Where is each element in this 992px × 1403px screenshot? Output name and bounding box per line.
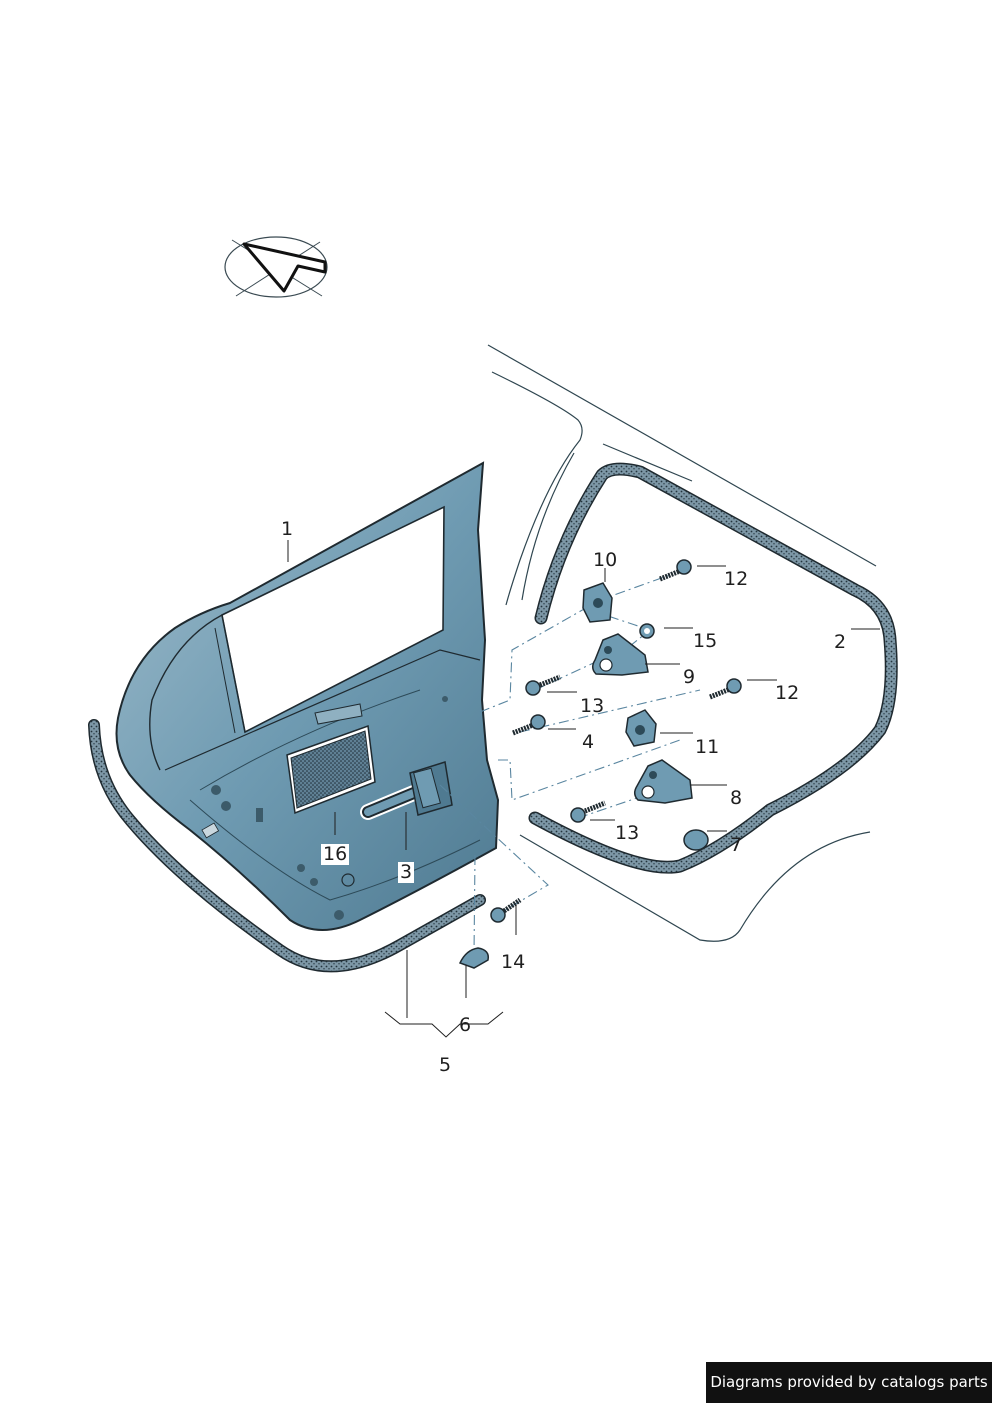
callout-14: 14 (501, 951, 526, 973)
callout-16: 16 (321, 843, 350, 865)
bolt-12-lower (709, 678, 742, 700)
callout-12-upper: 12 (724, 568, 749, 590)
callout-2: 2 (834, 631, 847, 653)
callout-3: 3 (398, 861, 415, 883)
door-frame-seal (528, 462, 898, 874)
damping-pad (286, 724, 376, 815)
hinge-9 (592, 633, 649, 676)
diagram-credit-banner: Diagrams provided by catalogs parts (706, 1362, 992, 1403)
hinge-11 (625, 709, 657, 747)
callout-11: 11 (695, 736, 720, 758)
callout-13-lower: 13 (615, 822, 640, 844)
cap-7 (683, 829, 709, 851)
callout-leader-lines (287, 540, 880, 1038)
bolt-12-upper (659, 559, 692, 582)
bolt-13-upper (525, 674, 561, 696)
hinge-10 (582, 582, 613, 623)
callout-12-lower: 12 (775, 682, 800, 704)
callout-6: 6 (459, 1014, 472, 1036)
callout-13-upper: 13 (580, 695, 605, 717)
clip-6 (458, 947, 490, 969)
callout-1: 1 (281, 518, 294, 540)
nut-15 (639, 623, 655, 639)
hinge-8 (634, 759, 693, 804)
bolt-13-lower (570, 800, 606, 823)
bolt-4 (512, 714, 546, 736)
car-body-outline (487, 344, 877, 942)
door-shell (115, 461, 500, 931)
callout-7: 7 (730, 834, 743, 856)
callout-8: 8 (730, 787, 743, 809)
orientation-arrow-icon (224, 236, 328, 298)
callout-5: 5 (439, 1054, 452, 1076)
callout-15: 15 (693, 630, 718, 652)
callout-4: 4 (582, 731, 595, 753)
door-seal-lower (88, 719, 486, 973)
callout-10: 10 (593, 549, 618, 571)
door-check-strap (360, 761, 453, 820)
callout-9: 9 (683, 666, 696, 688)
bolt-14 (490, 897, 522, 923)
